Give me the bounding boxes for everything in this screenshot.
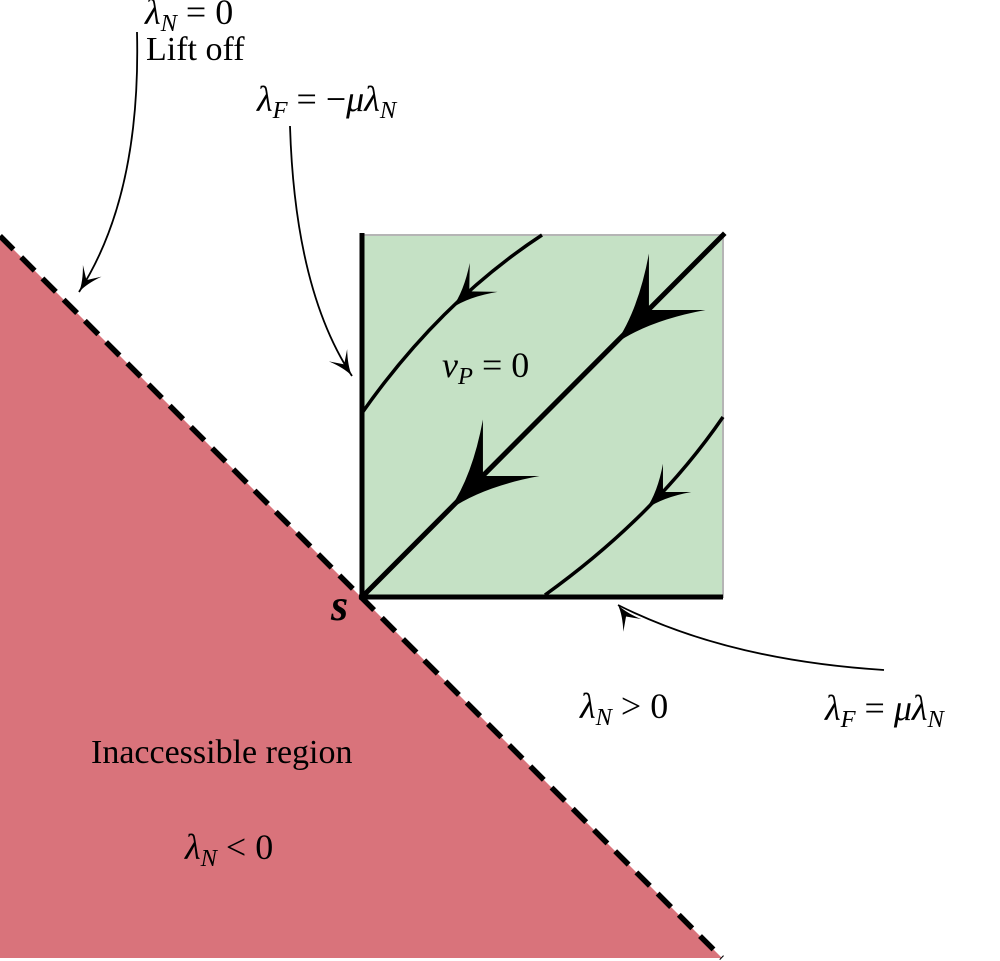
trajectory-right-curve: [543, 416, 725, 597]
label-lambda-f-equals-neg-mu-lambda-n: λF = −μλN: [257, 79, 397, 124]
label-lambda-n-greater-zero: λN > 0: [580, 686, 669, 731]
pos-cone-annotation-arrowhead-icon: [618, 605, 642, 632]
label-lift-off: Lift off: [146, 31, 245, 68]
main-diagonal-arrowhead-icon: [615, 253, 706, 344]
label-lambda-n-equals-zero: λN = 0: [145, 0, 234, 37]
main-diagonal-arrowhead-icon: [449, 419, 540, 510]
neg-cone-annotation-arrowhead-icon: [328, 349, 352, 376]
pos-cone-annotation-arrow: [617, 604, 885, 671]
neg-cone-annotation-arrow: [289, 125, 353, 377]
liftoff-annotation-arrow: [78, 31, 139, 293]
label-s-point: s: [331, 581, 349, 630]
label-lambda-n-less-zero: λN < 0: [185, 827, 274, 872]
main-diagonal-trajectory-line: [358, 231, 727, 601]
label-lambda-f-equals-mu-lambda-n: λF = μλN: [825, 688, 944, 733]
label-inaccessible-region: Inaccessible region: [91, 734, 353, 771]
trajectory-left-curve: [360, 233, 543, 415]
right-trajectory-arrowhead-icon: [646, 463, 692, 509]
left-trajectory-arrowhead-icon: [452, 263, 498, 308]
liftoff-annotation-arrowhead-icon: [79, 264, 102, 292]
label-vp-equals-zero: vP = 0: [442, 345, 530, 390]
